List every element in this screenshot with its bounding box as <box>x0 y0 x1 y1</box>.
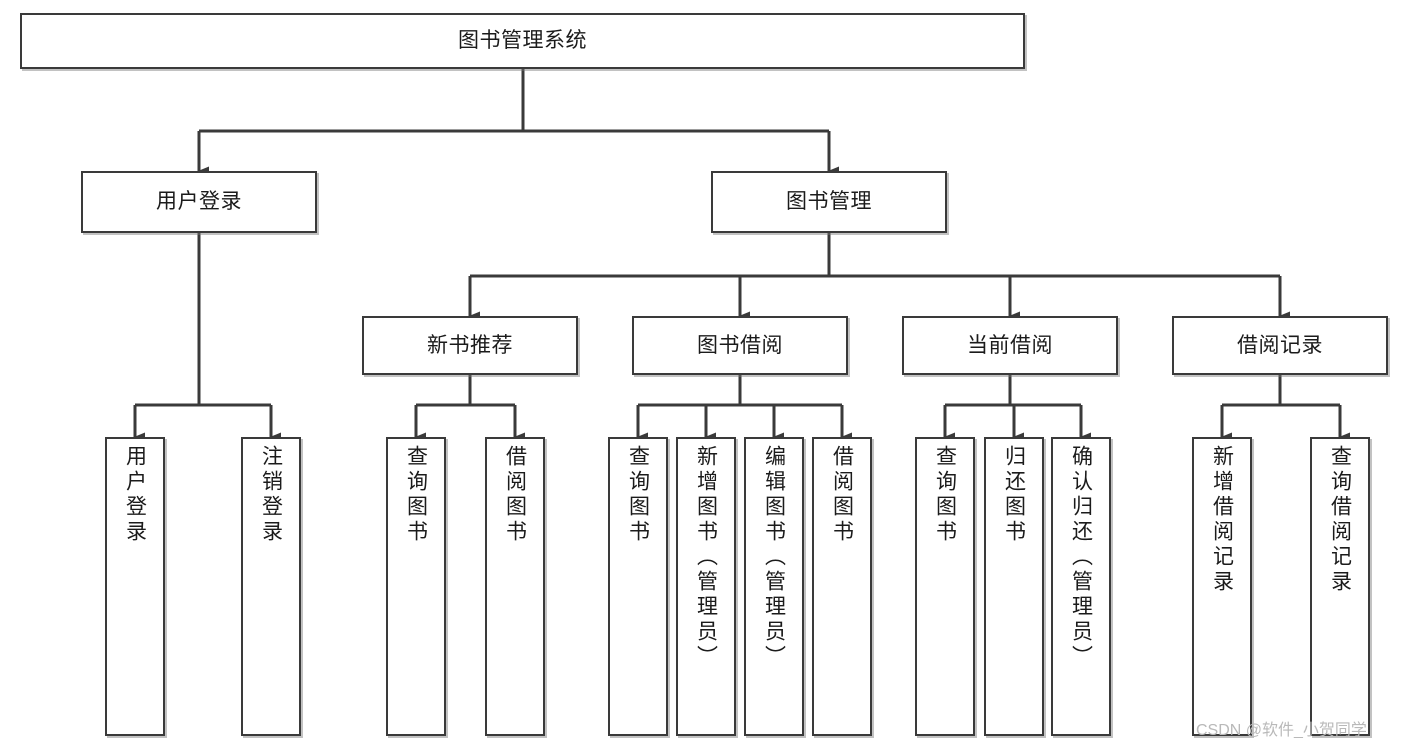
node-leaf-12[interactable]: 查询借阅记录 <box>1310 437 1370 736</box>
node-leaf-9[interactable]: 归还图书 <box>984 437 1044 736</box>
node-leaf-0[interactable]: 用户登录 <box>105 437 165 736</box>
node-level3-0[interactable]: 新书推荐 <box>362 316 578 375</box>
node-level3-3[interactable]: 借阅记录 <box>1172 316 1388 375</box>
node-label: 注销登录 <box>259 445 283 545</box>
node-label: 图书管理 <box>786 190 872 214</box>
node-label: 查询图书 <box>933 445 957 545</box>
node-label: 新增借阅记录 <box>1210 445 1234 595</box>
node-label: 新增图书（管理员） <box>694 445 718 670</box>
node-label: 用户登录 <box>156 190 242 214</box>
node-label: 归还图书 <box>1002 445 1026 545</box>
node-leaf-5[interactable]: 新增图书（管理员） <box>676 437 736 736</box>
watermark-text: CSDN @软件_小贺同学 <box>1196 722 1367 739</box>
node-leaf-6[interactable]: 编辑图书（管理员） <box>744 437 804 736</box>
node-label: 图书借阅 <box>697 333 783 357</box>
node-leaf-8[interactable]: 查询图书 <box>915 437 975 736</box>
node-level2-0[interactable]: 用户登录 <box>81 171 317 233</box>
node-label: 当前借阅 <box>967 333 1053 357</box>
node-root[interactable]: 图书管理系统 <box>20 13 1025 69</box>
node-leaf-11[interactable]: 新增借阅记录 <box>1192 437 1252 736</box>
node-label: 图书管理系统 <box>458 29 587 53</box>
node-leaf-3[interactable]: 借阅图书 <box>485 437 545 736</box>
node-level3-2[interactable]: 当前借阅 <box>902 316 1118 375</box>
node-label: 借阅图书 <box>503 445 527 545</box>
node-label: 用户登录 <box>123 445 147 545</box>
connector-lines <box>133 69 1350 442</box>
node-label: 查询借阅记录 <box>1328 445 1352 595</box>
node-level2-1[interactable]: 图书管理 <box>711 171 947 233</box>
node-leaf-4[interactable]: 查询图书 <box>608 437 668 736</box>
node-leaf-10[interactable]: 确认归还（管理员） <box>1051 437 1111 736</box>
node-label: 借阅图书 <box>830 445 854 545</box>
node-label: 新书推荐 <box>427 333 513 357</box>
node-label: 借阅记录 <box>1237 333 1323 357</box>
node-leaf-1[interactable]: 注销登录 <box>241 437 301 736</box>
node-leaf-2[interactable]: 查询图书 <box>386 437 446 736</box>
node-level3-1[interactable]: 图书借阅 <box>632 316 848 375</box>
node-label: 查询图书 <box>404 445 428 545</box>
node-label: 查询图书 <box>626 445 650 545</box>
node-label: 编辑图书（管理员） <box>762 445 786 670</box>
node-label: 确认归还（管理员） <box>1069 445 1093 670</box>
node-leaf-7[interactable]: 借阅图书 <box>812 437 872 736</box>
